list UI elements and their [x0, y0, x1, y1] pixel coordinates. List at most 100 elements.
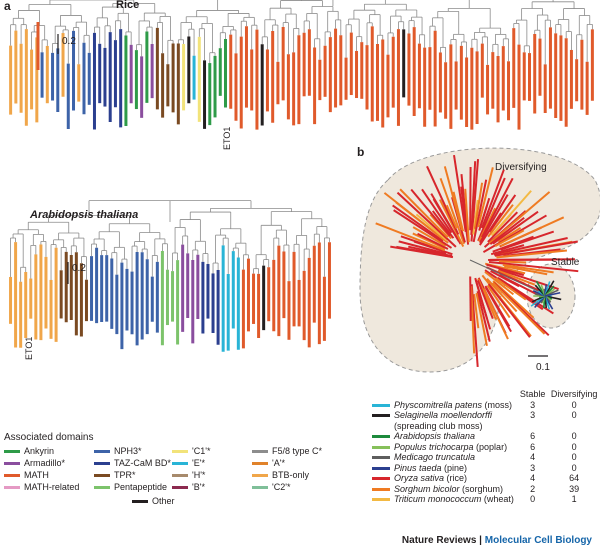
legend-swatch	[132, 499, 148, 503]
radial-branch	[492, 210, 539, 245]
legend-swatch	[4, 485, 20, 489]
diversifying-count: 0	[571, 462, 577, 473]
radial-branch	[478, 205, 488, 231]
legend-item: Ankyrin	[4, 446, 54, 456]
radial-branch	[393, 209, 453, 249]
species-name: Selaginella moellendorffi	[394, 410, 493, 420]
species-name: Oryza sativa	[394, 473, 445, 483]
legend-item: Other	[132, 496, 175, 506]
radial-branch	[484, 271, 515, 296]
legend-label: 'B'*	[192, 482, 205, 492]
legend-swatch	[172, 449, 188, 453]
species-swatch	[372, 456, 390, 460]
species-name: Arabidopsis thaliana	[394, 431, 476, 441]
radial-branch	[443, 166, 463, 231]
header-stable: Stable	[519, 389, 546, 399]
species-name: Populus trichocarpa	[394, 441, 474, 452]
radial-branch	[495, 277, 527, 301]
legend-swatch	[4, 461, 20, 465]
legend-swatch	[172, 485, 188, 489]
radial-branch	[430, 193, 462, 245]
radial-branch	[479, 194, 509, 244]
stable-label: Stable	[551, 257, 580, 268]
legend-item: MATH	[4, 470, 49, 480]
radial-branch	[490, 270, 520, 288]
radial-branch	[445, 204, 458, 229]
legend-item: NPH3*	[94, 446, 142, 456]
species-name: Physcomitrella patens	[394, 399, 483, 410]
legend-item: 'C2'*	[252, 482, 290, 492]
legend-label: Armadillo*	[24, 458, 66, 468]
radial-branch	[482, 288, 509, 340]
legend-swatch	[94, 449, 110, 453]
radial-branch	[502, 263, 554, 274]
radial-branch	[473, 182, 484, 230]
legend-swatch	[252, 449, 268, 453]
legend-swatch	[252, 473, 268, 477]
radial-branch	[486, 278, 518, 313]
radial-branch	[492, 280, 535, 319]
radial-branch	[399, 188, 449, 239]
rice-scale-label: 0.2	[62, 36, 76, 47]
legend-item: Armadillo*	[4, 458, 65, 468]
legend-label: TAZ-CaM BD*	[114, 458, 171, 468]
legend-swatch	[4, 473, 20, 477]
radial-branch	[439, 177, 466, 245]
radial-branch	[477, 167, 494, 228]
diversifying-count: 1	[571, 494, 577, 504]
panel-b-letter: b	[357, 145, 365, 159]
diversifying-count: 0	[571, 431, 577, 441]
radial-branch	[453, 154, 467, 232]
radial-branch	[431, 210, 455, 239]
radial-branch	[486, 263, 525, 277]
radial-branch	[412, 226, 447, 247]
radial-branch	[398, 240, 447, 255]
radial-branch	[496, 249, 567, 259]
legend-item: Pentapeptide	[94, 482, 167, 492]
radial-branch	[375, 222, 446, 252]
species-swatch	[372, 498, 390, 502]
diversifying-label: Diversifying	[495, 162, 547, 173]
radial-branch	[492, 281, 546, 335]
radial-branch	[400, 235, 445, 253]
radial-branch	[417, 232, 449, 250]
legend-item: BTB-only	[252, 470, 309, 480]
arabidopsis-scale-label: 0.2	[72, 263, 86, 274]
legend-label: Pentapeptide	[114, 482, 168, 492]
legend-item: F5/8 type C*	[252, 446, 322, 456]
radial-branch	[490, 190, 532, 237]
radial-branch	[476, 290, 491, 342]
diversifying-count: 39	[569, 483, 580, 494]
legend-label: MATH	[24, 470, 49, 480]
legend-label: 'E'*	[192, 458, 205, 468]
legend-label: 'H'*	[192, 470, 206, 480]
legend-swatch	[172, 473, 188, 477]
radial-branch	[438, 199, 465, 247]
legend-item: 'C1'*	[172, 446, 210, 456]
legend-swatch	[252, 461, 268, 465]
species-swatch	[372, 403, 390, 407]
radial-branch	[492, 235, 534, 253]
radial-branch	[475, 292, 488, 346]
arabidopsis-title: Arabidopsis thaliana	[30, 209, 139, 221]
radial-branch	[470, 161, 477, 235]
radial-branch	[481, 177, 514, 238]
radial-branch	[488, 191, 551, 245]
journal-credit: Nature Reviews | Molecular Cell Biology	[402, 535, 592, 546]
radial-branch	[500, 230, 555, 251]
legend-item: 'E'*	[172, 458, 205, 468]
species-swatch	[372, 487, 390, 491]
radial-branch	[490, 244, 525, 256]
radial-branch	[474, 277, 492, 330]
radial-branch	[488, 260, 579, 273]
arabidopsis-eto1-label: ETO1	[24, 336, 34, 360]
radial-branch	[497, 269, 536, 286]
legend-label: Other	[152, 496, 175, 506]
legend-header: Associated domains	[4, 432, 94, 443]
